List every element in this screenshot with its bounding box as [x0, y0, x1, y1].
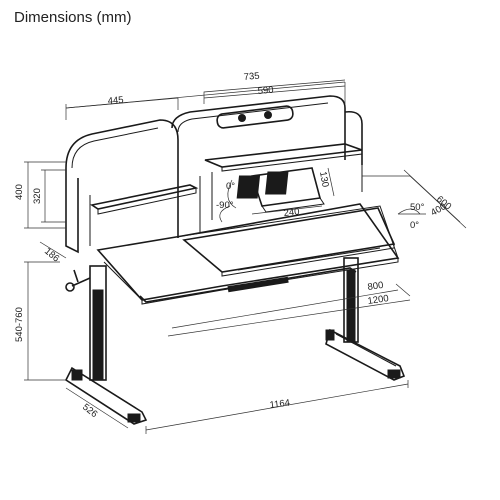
lamp-switch-1	[238, 114, 246, 122]
angle-0-desk: 0°	[410, 220, 419, 231]
lamp-switch-2	[264, 111, 272, 119]
reading-stand	[219, 167, 325, 223]
left-leg	[64, 265, 148, 425]
angle-50: 50°	[410, 202, 425, 213]
dim-1200: 1200	[367, 293, 389, 307]
dim-400-height: 400	[14, 184, 25, 200]
dim-445: 445	[107, 95, 124, 107]
dim-1164: 1164	[269, 398, 291, 411]
angle-0-stand: 0°	[226, 181, 235, 192]
diagram-title: Dimensions (mm)	[14, 9, 132, 26]
angle-minus-90: -90°	[216, 200, 234, 211]
dim-526: 526	[80, 402, 99, 420]
dimension-lines	[24, 79, 467, 434]
left-side-shelf	[65, 119, 199, 254]
top-shelf-unit	[171, 95, 363, 232]
dim-590: 590	[257, 85, 274, 97]
desktop	[96, 203, 400, 305]
dim-735: 735	[243, 71, 260, 83]
dim-540-760: 540-760	[14, 307, 25, 342]
dim-240: 240	[283, 206, 300, 219]
dim-800: 800	[367, 280, 384, 293]
dim-130: 130	[317, 171, 331, 189]
right-leg	[325, 257, 406, 381]
lamp-bar	[216, 105, 294, 129]
dim-320: 320	[32, 188, 43, 204]
